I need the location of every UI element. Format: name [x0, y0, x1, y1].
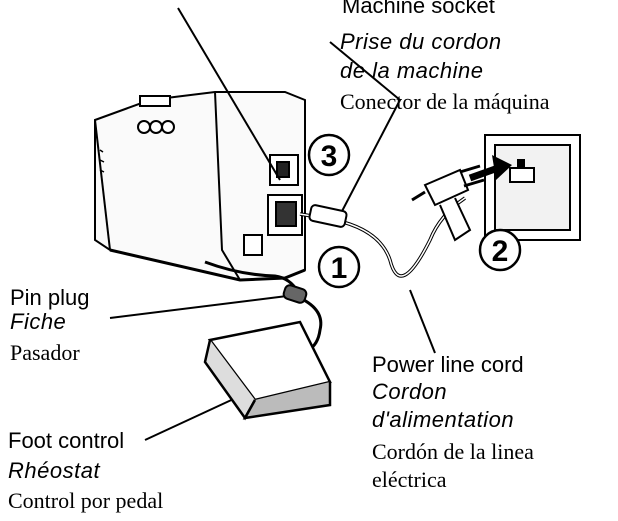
step-number-3: 3: [321, 140, 338, 173]
step-badge-3: 3: [307, 133, 351, 177]
wall-outlet: [484, 134, 581, 241]
foot-control-label-en: Foot control: [8, 428, 125, 453]
power-line-cord-label-en: Power line cord: [372, 352, 524, 377]
foot-control-pedal: [203, 320, 332, 421]
leader-lines: [109, 7, 436, 441]
step-number-1: 1: [331, 252, 348, 285]
pin-plug-label-en: Pin plug: [10, 285, 90, 310]
foot-control-label-fr: Rhéostat: [8, 458, 101, 483]
power-line-cord-label-fr-1: Cordon: [372, 379, 448, 404]
step-badge-1: 1: [317, 245, 361, 289]
power-cord-leader: [409, 289, 436, 354]
machine-socket-label-fr-1: Prise du cordon: [340, 29, 502, 54]
machine-socket-label-fr-2: de la machine: [340, 58, 484, 83]
power-line-cord-label-es-1: Cordón de la linea: [372, 439, 534, 464]
sewing-machine-illustration: [94, 91, 306, 282]
machine-socket-leader: [329, 41, 402, 216]
pin-plug-cable: [204, 260, 300, 293]
pin-plug-label-es: Pasador: [10, 340, 80, 365]
power-plug: [411, 164, 485, 242]
insert-arrow: [468, 155, 512, 182]
step-badge-2: 2: [478, 228, 522, 272]
pin-plug-connector: [282, 284, 308, 304]
top-leader-line: [177, 7, 281, 181]
machine-plug-connector: [308, 204, 348, 228]
machine-socket-label-es: Conector de la máquina: [340, 89, 550, 114]
foot-control-label-es: Control por pedal: [8, 488, 164, 513]
pin-plug-leader: [109, 295, 288, 319]
power-line-cord-label-es-2: eléctrica: [372, 467, 447, 492]
power-line-cord-label-fr-2: d'alimentation: [372, 407, 515, 432]
machine-socket-label-en: Machine socket: [342, 0, 495, 18]
foot-control-leader: [144, 395, 241, 441]
pin-plug-label-fr: Fiche: [10, 309, 67, 334]
step-number-2: 2: [492, 235, 509, 268]
